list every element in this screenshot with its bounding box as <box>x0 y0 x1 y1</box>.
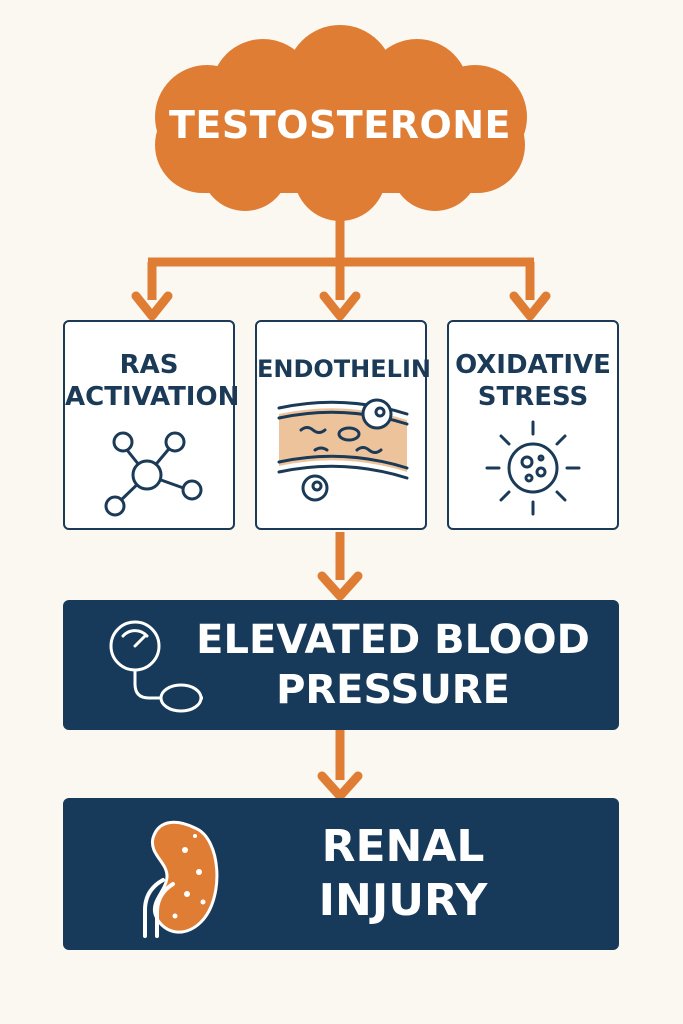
ras-activation-title-line1: RAS <box>119 350 179 380</box>
molecule-network-icon <box>104 431 203 517</box>
testosterone-cloud: TESTOSTERONE <box>135 25 545 225</box>
free-radical-icon <box>485 420 581 516</box>
kidney-icon <box>143 820 219 938</box>
arrowhead-left <box>131 291 173 321</box>
endothelin-box: ENDOTHELIN <box>255 320 431 530</box>
blood-vessel-icon <box>277 398 409 502</box>
blood-pressure-gauge-icon <box>109 620 203 713</box>
oxidative-stress-title-line1: OXIDATIVE <box>455 350 611 380</box>
renal-injury-panel: RENAL INJURY <box>63 798 619 950</box>
arrowhead-renal-injury <box>317 771 363 801</box>
elevated-blood-pressure-panel: ELEVATED BLOOD PRESSURE <box>63 600 619 730</box>
arrowhead-right <box>509 291 551 321</box>
blood-pressure-title-line1: ELEVATED BLOOD <box>196 617 590 663</box>
ras-activation-box: RAS ACTIVATION <box>63 320 240 530</box>
blood-pressure-title-line2: PRESSURE <box>276 667 510 713</box>
renal-injury-title-line2: INJURY <box>318 875 488 926</box>
ras-activation-title-line2: ACTIVATION <box>65 382 240 412</box>
arrowhead-blood-pressure <box>317 571 363 601</box>
arrowhead-center <box>319 291 361 321</box>
renal-injury-title-line1: RENAL <box>321 821 485 872</box>
endothelin-title: ENDOTHELIN <box>257 355 431 383</box>
oxidative-stress-box: OXIDATIVE STRESS <box>447 320 619 530</box>
oxidative-stress-title-line2: STRESS <box>477 382 589 412</box>
cloud-shape <box>155 25 527 221</box>
testosterone-label: TESTOSTERONE <box>168 103 512 147</box>
